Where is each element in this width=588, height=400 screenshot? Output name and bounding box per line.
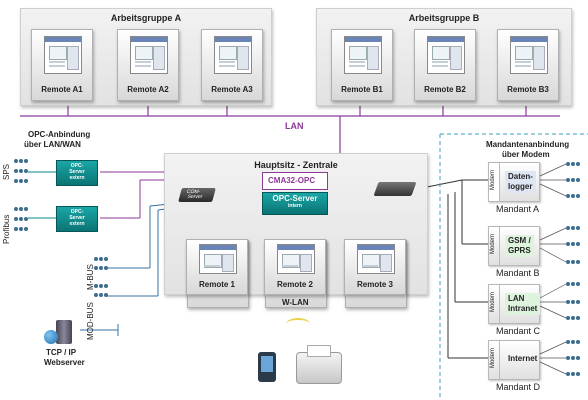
wifi-icon xyxy=(286,318,310,330)
remote-a3[interactable]: Remote A3 xyxy=(201,29,263,101)
sensor-icon xyxy=(566,177,580,183)
modbus-label: MOD-BUS xyxy=(86,302,95,340)
sensor-icon xyxy=(566,371,580,377)
sensor-icon xyxy=(94,283,108,289)
monitor-icon xyxy=(357,244,395,274)
mandant-b-label: Mandant B xyxy=(496,268,540,278)
remote-b1[interactable]: Remote B1 xyxy=(331,29,393,101)
monitor-icon xyxy=(344,36,382,74)
remote-a1-label: Remote A1 xyxy=(41,85,83,94)
opc-heading-line1: OPC-Anbindung xyxy=(28,130,91,139)
sensor-icon xyxy=(566,241,580,247)
profibus-label: Profibus xyxy=(2,214,11,244)
sensor-icon xyxy=(566,315,580,321)
remote-a1[interactable]: Remote A1 xyxy=(31,29,93,101)
monitor-icon xyxy=(214,36,252,74)
remote-b3[interactable]: Remote B3 xyxy=(497,29,559,101)
com-server-icon[interactable]: COM- Server xyxy=(178,188,216,202)
remote-1-label: Remote 1 xyxy=(198,280,235,289)
globe-icon xyxy=(44,330,58,344)
cma32-opc-box[interactable]: CMA32-OPC xyxy=(262,172,328,190)
sensor-icon xyxy=(566,259,580,265)
remote-b2[interactable]: Remote B2 xyxy=(414,29,476,101)
lan-label: LAN xyxy=(285,121,304,131)
monitor-icon xyxy=(277,244,315,274)
monitor-icon xyxy=(130,36,168,74)
monitor-icon xyxy=(199,244,237,274)
monitor-icon xyxy=(427,36,465,74)
sensor-icon xyxy=(94,256,108,262)
sensor-icon xyxy=(566,281,580,287)
opc-server-intern[interactable]: OPC-Server intern xyxy=(262,192,328,215)
sensor-icon xyxy=(94,292,108,298)
sensor-icon xyxy=(566,339,580,345)
phone-icon[interactable] xyxy=(258,352,276,382)
modem-internet[interactable]: Modem Internet xyxy=(488,340,540,380)
remote-a2[interactable]: Remote A2 xyxy=(117,29,179,101)
mandant-a-label: Mandant A xyxy=(496,204,540,214)
workgroup-a-title: Arbeitsgruppe A xyxy=(110,13,182,23)
sensor-icon xyxy=(14,206,28,212)
sensor-icon xyxy=(566,299,580,305)
mandant-d-label: Mandant D xyxy=(496,382,541,392)
opc-heading-line2: über LAN/WAN xyxy=(24,140,81,149)
fax-icon[interactable] xyxy=(296,345,342,384)
wlan-label: W-LAN xyxy=(282,298,309,307)
sensor-icon xyxy=(14,226,28,232)
sensor-icon xyxy=(14,158,28,164)
remote-3-card[interactable]: Remote 3 xyxy=(344,239,406,295)
remote-a2-label: Remote A2 xyxy=(127,85,169,94)
sensor-icon xyxy=(566,193,580,199)
remote-a3-label: Remote A3 xyxy=(211,85,253,94)
sensor-icon xyxy=(14,168,28,174)
workgroup-b-title: Arbeitsgruppe B xyxy=(408,13,480,23)
mandant-heading-line1: Mandantenanbindung xyxy=(486,140,570,149)
workgroup-a: Arbeitsgruppe A Remote A1 Remote A2 Remo… xyxy=(20,8,272,106)
remote-1-card[interactable]: Remote 1 xyxy=(186,239,248,295)
modem-gsm-gprs[interactable]: Modem GSM /GPRS xyxy=(488,226,540,266)
remote-b1-label: Remote B1 xyxy=(341,85,383,94)
cma32-opc-label: CMA32-OPC xyxy=(268,176,316,185)
remote-2-card[interactable]: Remote 2 xyxy=(264,239,326,295)
webserver-line2: Webserver xyxy=(44,358,85,367)
sensor-icon xyxy=(566,161,580,167)
router-icon[interactable] xyxy=(373,182,417,196)
modem-datenlogger[interactable]: Modem Daten-logger xyxy=(488,162,540,202)
sensor-icon xyxy=(14,178,28,184)
remote-3-label: Remote 3 xyxy=(356,280,393,289)
sensor-icon xyxy=(14,216,28,222)
webserver-line1: TCP / IP xyxy=(46,348,77,357)
mandant-c-label: Mandant C xyxy=(496,326,541,336)
mandant-heading-line2: über Modem xyxy=(502,150,550,159)
remote-b3-label: Remote B3 xyxy=(507,85,549,94)
headquarters-title: Hauptsitz - Zentrale xyxy=(254,160,338,170)
sensor-icon xyxy=(94,265,108,271)
remote-2-label: Remote 2 xyxy=(276,280,313,289)
monitor-icon xyxy=(510,36,548,74)
sensor-icon xyxy=(566,355,580,361)
server-rack-icon[interactable] xyxy=(56,320,72,344)
monitor-icon xyxy=(44,36,82,74)
sps-label: SPS xyxy=(2,163,11,180)
sensor-icon xyxy=(566,225,580,231)
workgroup-b: Arbeitsgruppe B Remote B1 Remote B2 Remo… xyxy=(316,8,572,106)
remote-b2-label: Remote B2 xyxy=(424,85,466,94)
